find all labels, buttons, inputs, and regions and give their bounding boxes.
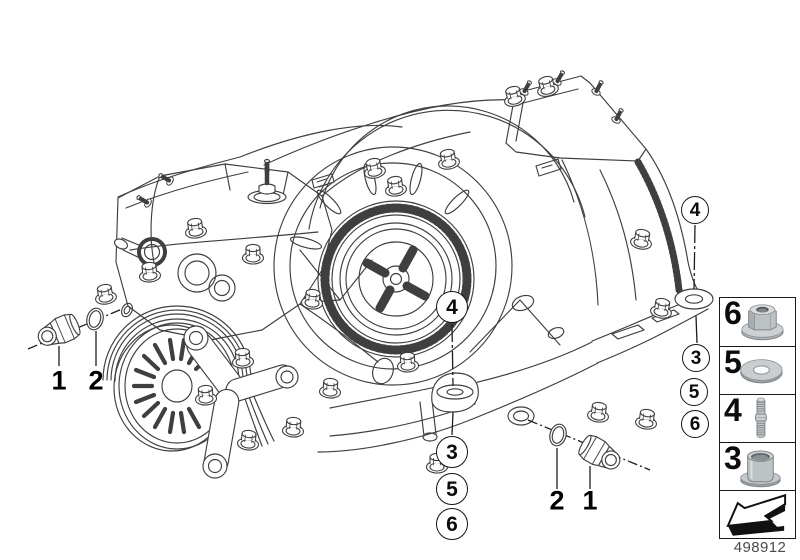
part-label-2-center[interactable]: 2 [549, 485, 565, 516]
callout-4-center[interactable]: 4 [436, 291, 468, 323]
callout-5-center[interactable]: 5 [436, 473, 468, 505]
part-label-1-center[interactable]: 1 [582, 485, 598, 516]
diagram-number: 498912 [733, 539, 787, 556]
flange-nut-icon [741, 304, 784, 341]
legend-panel: 6 5 4 [719, 295, 796, 539]
callout-4-right[interactable]: 4 [681, 196, 709, 224]
part-label-2-left[interactable]: 2 [88, 365, 104, 396]
callout-3-right[interactable]: 3 [682, 344, 710, 372]
part-label-1-left[interactable]: 1 [51, 365, 67, 396]
legend-cell-stud: 4 [720, 392, 795, 442]
legend-cell-nut: 6 [720, 295, 795, 346]
direction-arrow-icon [726, 493, 787, 536]
callout-6-right[interactable]: 6 [681, 410, 709, 438]
callout-6-center[interactable]: 6 [436, 508, 468, 540]
legend-num-5: 5 [724, 344, 742, 380]
legend-num-6: 6 [724, 295, 742, 331]
legend-num-4: 4 [724, 392, 742, 428]
threaded-stud-icon [755, 397, 767, 439]
callout-5-right[interactable]: 5 [680, 378, 708, 406]
legend-cell-bushing: 3 [720, 440, 795, 490]
legend-num-3: 3 [724, 440, 742, 476]
callout-3-center[interactable]: 3 [436, 436, 468, 468]
legend-cell-direction [720, 490, 795, 538]
sleeve-bushing-icon [740, 450, 781, 488]
flat-washer-icon [740, 359, 783, 384]
legend-cell-washer: 5 [720, 344, 795, 394]
